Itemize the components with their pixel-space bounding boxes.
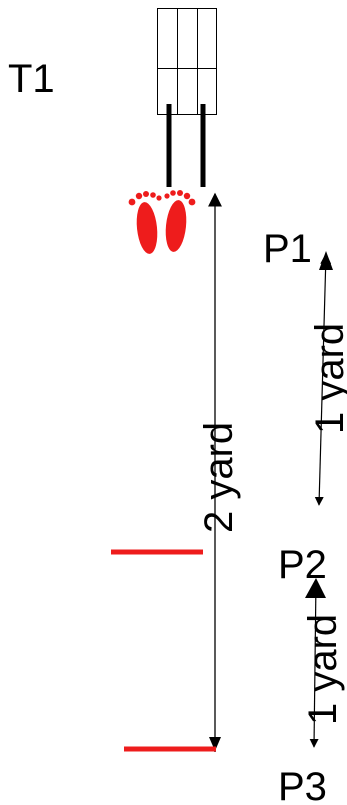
p2-arrowhead-icon: [305, 578, 326, 598]
main-arrow-bottom-icon: [209, 737, 221, 751]
p1-arrowhead-icon: [319, 251, 333, 270]
p1-p2-distance-label: 1 yard: [308, 323, 347, 434]
p2-p3-arrow: [309, 578, 322, 748]
p1-label: P1: [263, 227, 312, 271]
table-grid: [157, 8, 217, 115]
table-label: T1: [8, 57, 55, 101]
table-legs: [166, 104, 206, 187]
p2-p3-distance-label: 1 yard: [301, 614, 345, 725]
p1-p2-arrow: [314, 252, 332, 506]
p2-label: P2: [278, 543, 327, 587]
p3-label: P3: [278, 765, 327, 805]
footprints-icon: [128, 190, 196, 254]
main-distance-label: 2 yard: [197, 422, 241, 533]
